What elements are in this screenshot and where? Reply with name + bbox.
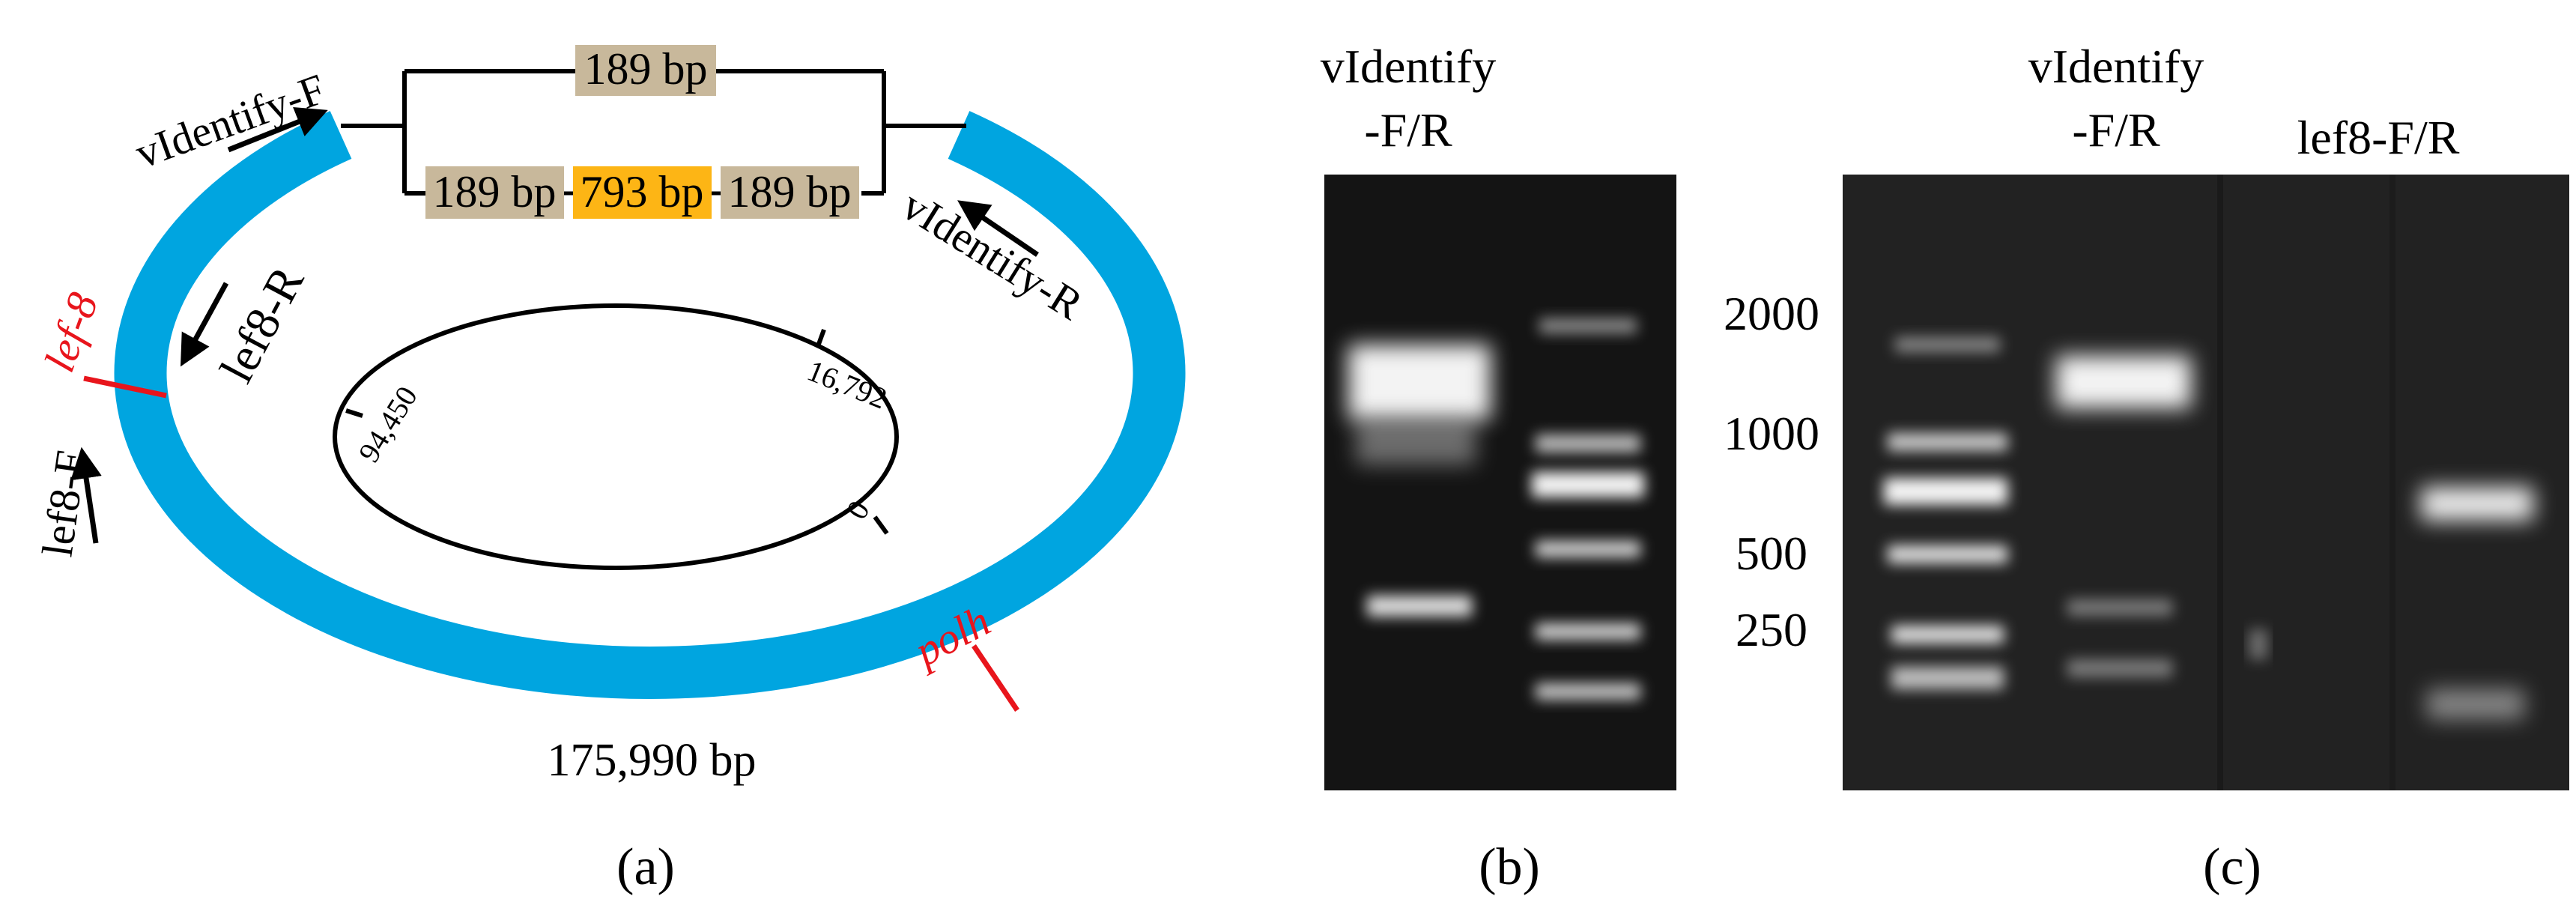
inner-ellipse [333,303,899,570]
panel-c-primer-label-1-line2: -F/R [2072,103,2160,157]
videntify-r-arrow [957,200,1039,257]
long-product-label-2: 793 bp [581,167,704,217]
inner-tick-3 [873,515,889,535]
band [2421,487,2533,521]
inner-tick-1 [816,328,826,348]
panel-a: 189 bp 189 bp 793 bp 189 bp vIdentify-F … [33,44,1186,896]
band [1888,433,2007,451]
ladder-size-250: 250 [1736,603,1807,656]
panel-b: vIdentify -F/R 2000 1000 500 250 (b) [1321,40,1819,896]
band [1536,435,1640,453]
panel-a-caption: (a) [616,838,675,896]
long-product-label-1: 189 bp [433,167,557,217]
gel-c-lane-divider [2217,175,2223,790]
band [1888,545,2007,563]
band [1348,345,1491,420]
lef8-r-label: lef8-R [210,258,315,391]
videntify-f-arrow [227,106,328,153]
short-product-segment [575,45,716,96]
band [1536,683,1640,700]
panel-c-caption: (c) [2203,838,2261,896]
genome-ring [114,111,1186,699]
inner-position-2: 94,450 [351,381,423,468]
inner-tick-2 [345,408,363,418]
ladder-size-2000: 2000 [1724,287,1819,340]
panel-c-primer-label-2: lef8-F/R [2297,111,2460,164]
short-product-label: 189 bp [584,44,708,94]
long-product-segment-2 [573,166,712,219]
pcr-product-bracket [341,69,966,196]
band [1536,541,1640,557]
genome-size-label: 175,990 bp [548,735,757,786]
band [1532,472,1644,497]
band [2067,659,2172,677]
lef8-gene-marker [83,375,167,399]
polh-gene-marker [972,644,1019,712]
band [1536,623,1640,640]
lef8-f-arrow [70,447,102,544]
panel-b-primer-label-line1: vIdentify [1321,40,1497,93]
lef8-r-arrow [180,282,229,367]
band [2056,356,2191,408]
long-product-label-3: 189 bp [728,167,852,217]
ladder-size-500: 500 [1736,527,1807,580]
band [1891,667,2004,689]
long-product-segment-1 [425,166,564,219]
band [1367,596,1472,617]
band [2249,629,2267,659]
lef8-gene-label: lef-8 [34,286,107,378]
long-product-segment-3 [721,166,859,219]
band [2427,689,2524,719]
band [1356,420,1476,464]
band [1895,337,2000,352]
band [1891,626,2004,644]
panel-b-primer-label-line2: -F/R [1364,103,1452,157]
inner-position-3: 0 [840,495,876,525]
band [1884,478,2007,505]
band [1539,318,1637,333]
ladder-size-1000: 1000 [1724,407,1819,460]
panel-b-caption: (b) [1479,838,1540,896]
panel-c-primer-label-1-line1: vIdentify [2028,40,2204,93]
panel-c: vIdentify -F/R lef8-F/R (c) [1843,40,2569,896]
gel-c-bands [1884,337,2533,719]
band [2067,599,2172,616]
gel-c-lane-divider [2389,175,2395,790]
gel-b-bands [1348,318,1644,700]
